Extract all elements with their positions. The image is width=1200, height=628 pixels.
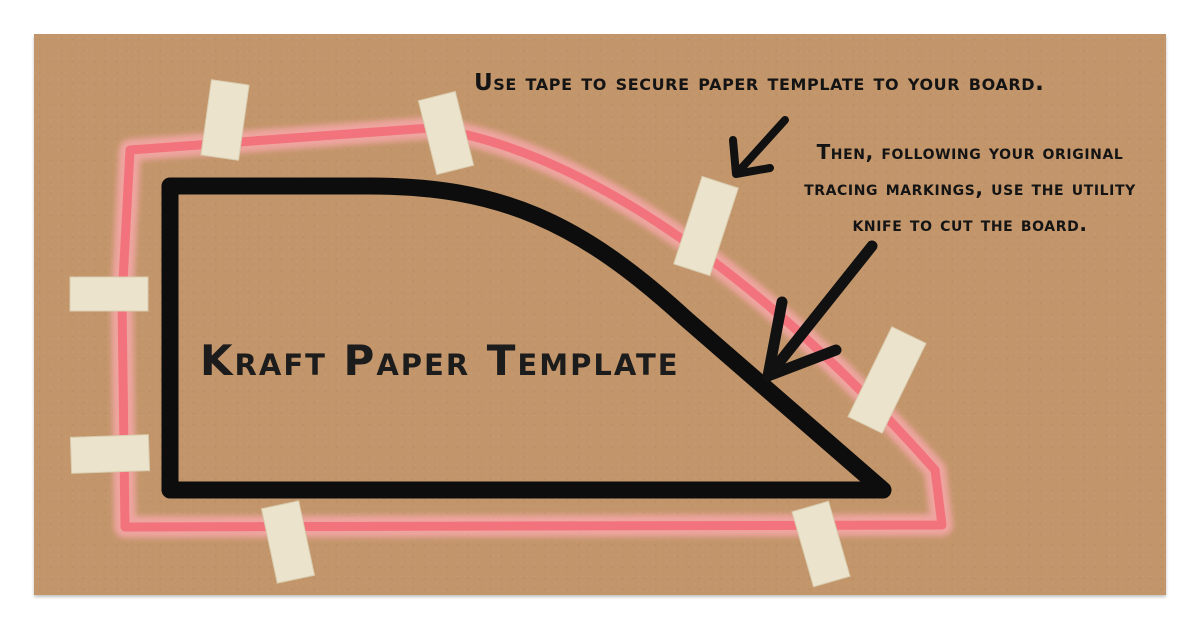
tape-strip [200,79,250,161]
tape-strip [417,90,475,176]
template-label: Kraft Paper Template [200,336,680,385]
tape-instruction-caption: Use tape to secure paper template to you… [474,70,1045,96]
tape-strip [69,434,151,474]
arrow-to-tape [729,116,789,178]
kraft-template-outline [161,177,892,499]
tape-strip [260,500,316,584]
arrow-to-cut-edge [762,240,878,382]
tape-strips [69,79,927,588]
tape-strip [69,276,149,312]
tape-strip [673,175,739,277]
tape-strip [847,326,927,434]
cut-instruction-caption: Then, following your original tracing ma… [804,140,1136,236]
tape-strip [791,500,851,588]
